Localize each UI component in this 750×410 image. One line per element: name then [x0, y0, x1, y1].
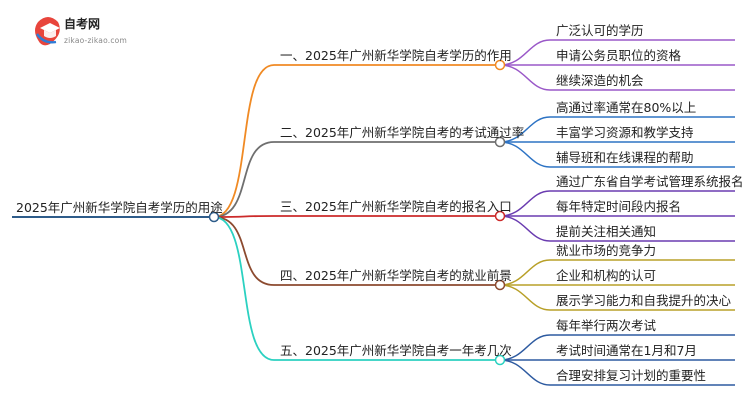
leaf-node[interactable]: 广泛认可的学历: [556, 23, 644, 38]
branch-connector: [213, 216, 275, 286]
root-collapse-toggle[interactable]: [208, 211, 220, 223]
branch-collapse-toggle[interactable]: [494, 210, 506, 222]
leaf-node[interactable]: 辅导班和在线课程的帮助: [556, 150, 694, 165]
logo-name: 自考网: [64, 17, 101, 31]
leaf-node[interactable]: 合理安排复习计划的重要性: [556, 368, 707, 383]
logo-url: zikao-zikao.com: [64, 36, 127, 45]
branch-collapse-toggle[interactable]: [494, 279, 506, 291]
leaf-connector: [499, 39, 551, 66]
leaf-node[interactable]: 申请公务员职位的资格: [556, 48, 682, 63]
graduation-cap-icon: [35, 17, 60, 46]
leaf-node[interactable]: 高通过率通常在80%以上: [556, 100, 697, 115]
branch-collapse-toggle[interactable]: [494, 59, 506, 71]
branch-connector: [213, 64, 275, 218]
branch-connector: [213, 216, 275, 361]
leaf-connector: [499, 334, 551, 361]
leaf-node[interactable]: 每年举行两次考试: [556, 318, 657, 333]
leaf-node[interactable]: 考试时间通常在1月和7月: [556, 343, 697, 358]
leaf-connector: [499, 359, 551, 386]
leaf-node[interactable]: 就业市场的竞争力: [556, 243, 657, 258]
leaf-node[interactable]: 企业和机构的认可: [556, 268, 657, 283]
branch-collapse-toggle[interactable]: [494, 136, 506, 148]
site-logo[interactable]: 自考网 zikao-zikao.com: [34, 14, 154, 50]
branch-node[interactable]: 四、2025年广州新华学院自考的就业前景: [280, 268, 512, 283]
leaf-node[interactable]: 继续深造的机会: [556, 73, 644, 88]
leaf-connector: [499, 259, 551, 286]
leaf-node[interactable]: 提前关注相关通知: [556, 224, 657, 239]
branch-node[interactable]: 一、2025年广州新华学院自考学历的作用: [280, 48, 512, 63]
branch-connector: [213, 215, 275, 218]
leaf-node[interactable]: 通过广东省自学考试管理系统报名: [556, 174, 744, 189]
leaf-connector: [499, 190, 551, 217]
branch-node[interactable]: 三、2025年广州新华学院自考的报名入口: [280, 199, 512, 214]
branch-collapse-toggle[interactable]: [494, 354, 506, 366]
root-node[interactable]: 2025年广州新华学院自考学历的用途: [16, 200, 223, 215]
leaf-connector: [499, 64, 551, 91]
branch-connector: [213, 141, 275, 218]
leaf-connector: [499, 215, 551, 242]
branch-node[interactable]: 二、2025年广州新华学院自考的考试通过率: [280, 125, 525, 140]
leaf-connector: [499, 116, 551, 143]
leaf-connector: [499, 284, 551, 311]
leaf-node[interactable]: 每年特定时间段内报名: [556, 199, 682, 214]
branch-node[interactable]: 五、2025年广州新华学院自考一年考几次: [280, 343, 512, 358]
leaf-connector: [499, 141, 551, 168]
leaf-node[interactable]: 丰富学习资源和教学支持: [556, 125, 694, 140]
leaf-node[interactable]: 展示学习能力和自我提升的决心: [556, 293, 732, 308]
